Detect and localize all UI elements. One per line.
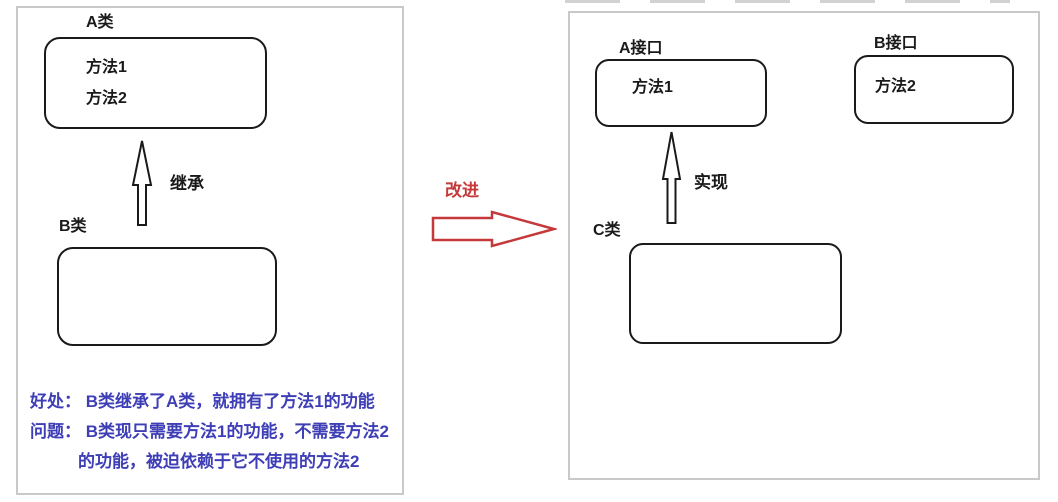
interface-b-label: B接口 — [874, 35, 918, 52]
before-panel: A类 方法1 方法2 继承 B类 好处： B类继承了A类，就拥有了方法1的功能 … — [16, 6, 404, 495]
class-a-method-1: 方法1 — [86, 59, 127, 76]
interface-b-method: 方法2 — [875, 78, 916, 95]
class-c-box — [629, 243, 842, 344]
interface-a-method: 方法1 — [632, 79, 673, 96]
problem-note-line-2: 的功能，被迫依赖于它不使用的方法2 — [78, 452, 360, 471]
interface-a-box — [595, 59, 767, 127]
interface-b-box — [854, 55, 1014, 124]
problem-note-line-1: 问题： B类现只需要方法1的功能，不需要方法2 — [30, 422, 389, 441]
class-b-label: B类 — [59, 218, 87, 235]
screen-edge-artifact — [565, 0, 1010, 3]
class-b-box — [57, 247, 277, 346]
implementation-arrow-label: 实现 — [694, 173, 728, 192]
class-a-box — [44, 37, 267, 129]
class-c-label: C类 — [593, 222, 621, 239]
inheritance-arrow-label: 继承 — [170, 174, 204, 193]
benefit-note: 好处： B类继承了A类，就拥有了方法1的功能 — [30, 392, 375, 411]
improvement-arrow-icon — [431, 210, 557, 248]
class-a-method-2: 方法2 — [86, 90, 127, 107]
improvement-label: 改进 — [445, 181, 479, 200]
class-a-label: A类 — [86, 14, 114, 31]
interface-a-label: A接口 — [619, 40, 663, 57]
inheritance-arrow-icon — [131, 140, 153, 226]
after-panel: A接口 方法1 B接口 方法2 实现 C类 — [568, 11, 1040, 480]
implementation-arrow-icon — [661, 131, 682, 224]
